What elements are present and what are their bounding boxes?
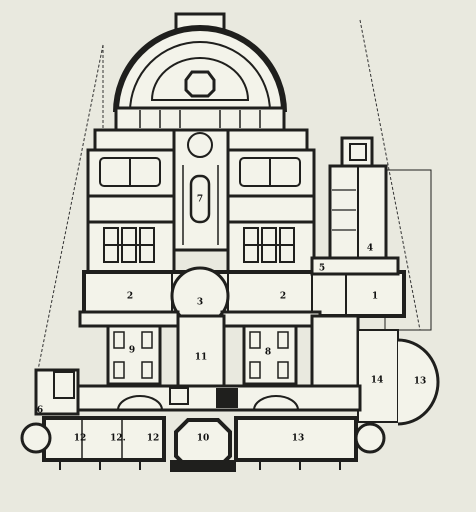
room-label-6: 6: [37, 406, 43, 416]
middle-blocks: [106, 314, 440, 426]
room-labels: 1 2 2 3 4 5 6 7 8 9 10 11 12 12. 12 13 1…: [37, 195, 426, 444]
upper-east-wing: [225, 128, 316, 274]
main-hall-row: [78, 256, 406, 328]
central-spine: [172, 128, 230, 252]
room-label-12-c: 12: [147, 434, 160, 444]
lower-connector: [58, 384, 362, 412]
room-label-11: 11: [195, 353, 208, 363]
room-label-5: 5: [319, 264, 325, 274]
room-label-12-b: 12.: [110, 434, 126, 444]
room-label-8: 8: [265, 348, 271, 358]
room-label-10: 10: [197, 434, 210, 444]
room-label-9: 9: [129, 346, 135, 356]
south-range: [20, 416, 386, 472]
room-label-14: 14: [371, 376, 384, 386]
room-label-4: 4: [367, 244, 373, 254]
room-label-1: 1: [372, 292, 378, 302]
room-label-12-a: 12: [74, 434, 87, 444]
apse: [113, 12, 287, 132]
site-boundary: [37, 19, 421, 371]
room-label-2-right: 2: [280, 292, 286, 302]
room-label-7: 7: [197, 195, 203, 205]
room-label-3: 3: [197, 298, 203, 308]
room-label-13-a: 13: [292, 434, 305, 444]
room-label-2-left: 2: [127, 292, 133, 302]
apse-octagon: [184, 70, 216, 98]
southwest-tower: [34, 368, 80, 416]
room-label-13-b: 13: [414, 377, 427, 387]
upper-west-wing: [86, 128, 177, 274]
east-annex: [328, 136, 432, 331]
